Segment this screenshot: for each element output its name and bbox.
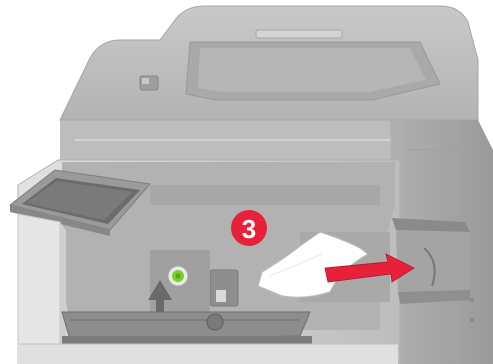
output-tray xyxy=(62,312,312,344)
step-number: 3 xyxy=(242,214,256,244)
paper-drawers xyxy=(18,344,398,364)
paper-exit-slot xyxy=(392,218,470,304)
front-lower-panel xyxy=(18,214,66,364)
scanner-lid xyxy=(60,6,478,120)
step-badge: 3 xyxy=(231,210,267,246)
green-release-lever-icon xyxy=(168,266,188,286)
